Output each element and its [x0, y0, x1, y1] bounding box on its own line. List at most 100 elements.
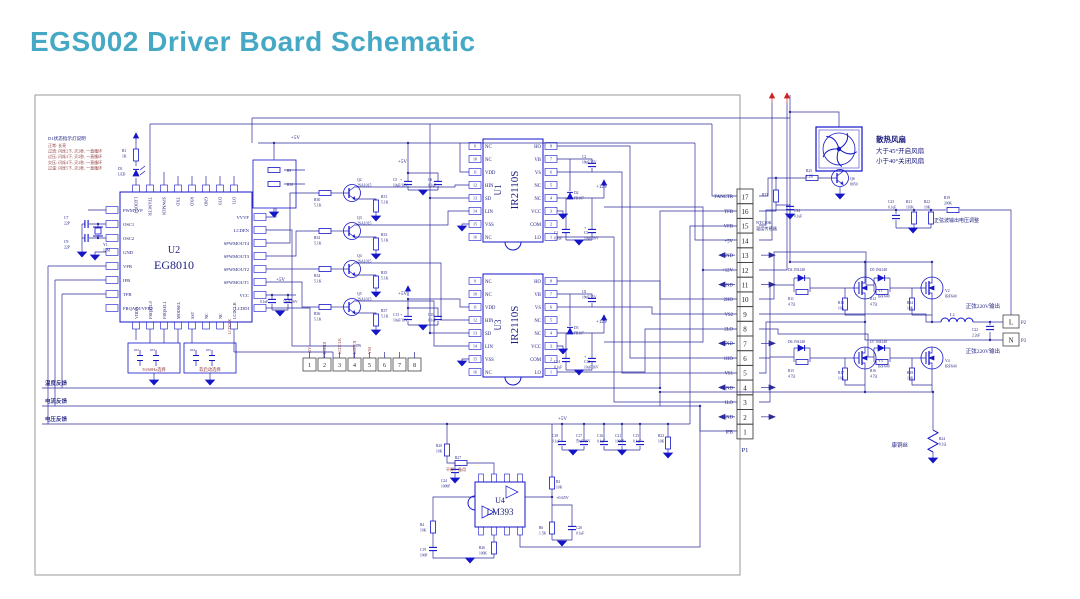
ground-symbol: [370, 253, 382, 260]
component-label: R15: [788, 369, 794, 373]
component-label: C19: [420, 548, 426, 552]
junction-dot: [445, 422, 449, 426]
wire-p1-left: [604, 124, 737, 432]
fan-box: [815, 126, 863, 172]
junction-dot: [428, 196, 432, 200]
label: +: [584, 294, 587, 299]
component-label: R30: [314, 198, 320, 202]
component-label: R25: [806, 169, 812, 173]
component-label: 10K: [924, 205, 931, 209]
component-label: 0.1uF: [428, 183, 436, 187]
component-label: Q2: [357, 178, 362, 182]
pin-name: FRQSEL0: [148, 301, 153, 319]
pin-box: [105, 206, 119, 214]
junction-dot: [894, 208, 898, 212]
component-label: D4 1N4148: [788, 268, 805, 272]
pin-name: NC: [485, 236, 492, 241]
generated-symbols: +++++++LNU2EG8010PWMTYPOSC1OSC2GNDVFBIFB…: [45, 92, 1027, 564]
component-label: 10K: [907, 377, 914, 381]
pin-num: 14: [473, 344, 477, 349]
resistor: [842, 367, 848, 381]
component-label: 100K: [479, 551, 487, 555]
wire: [352, 309, 356, 315]
gnd-arrow-icon: [768, 340, 776, 347]
pin-name: VDDA: [134, 307, 139, 319]
component-label: FR107: [574, 331, 584, 335]
component-label: 2SA1015: [357, 260, 371, 264]
pin-box: [544, 233, 558, 241]
component-label: 10uF/16V: [584, 365, 599, 369]
component-label: +0.65V: [556, 495, 569, 500]
component-label: V2: [945, 289, 950, 293]
pin-name: SPWMOUT2: [224, 267, 250, 272]
component-label: 0.1Ω: [939, 442, 946, 446]
component-label: R6: [539, 526, 543, 530]
component-label: C16: [597, 434, 603, 438]
pin-box: [188, 321, 196, 330]
pin-name: NC: [534, 197, 541, 202]
component-label: 康铜丝: [891, 441, 908, 449]
pin-box: [132, 321, 140, 330]
wire: [911, 288, 932, 316]
pin-box: [544, 194, 558, 202]
component-label: C5: [393, 178, 397, 182]
component-label: 1.5K: [539, 531, 546, 535]
resistor: [318, 228, 332, 234]
component-label: C8: [582, 290, 586, 294]
p1-pin-number: 16: [742, 208, 750, 216]
power-arrow-icon: [132, 132, 140, 139]
pin-name: NC: [218, 313, 223, 319]
component-label: D1: [118, 167, 123, 171]
ic-u1: [482, 138, 544, 243]
component-label: 10uF/16V: [393, 318, 408, 322]
pin-name: TFB: [123, 292, 131, 297]
component-label: 1000P: [615, 439, 624, 443]
fan-blade: [822, 148, 840, 158]
wire: [911, 358, 932, 386]
pin-box: [146, 321, 154, 330]
pin-name: NC: [485, 158, 492, 163]
pin-box: [544, 168, 558, 176]
component-label: 0.1uF: [428, 318, 436, 322]
pin-num: 2: [550, 222, 552, 227]
p1-pin-number: 11: [742, 282, 749, 290]
pin-num: 9: [474, 279, 476, 284]
pin-name: FRQSEL1: [162, 301, 167, 319]
pin-name: SPWMOUT4: [224, 241, 250, 246]
pin-name: NC: [534, 184, 541, 189]
ground-symbol: [573, 369, 585, 376]
component-label: 不焊，备用: [446, 466, 466, 472]
diode: [877, 274, 885, 282]
pin-num: 11: [473, 170, 477, 175]
component-label: C13: [393, 313, 399, 317]
pin-num: 3: [550, 344, 552, 349]
label: +: [400, 312, 403, 317]
resistor: [267, 181, 281, 187]
lcd-pin-label: LCDCLK: [337, 338, 342, 354]
power-arrow-icon: [783, 92, 791, 99]
p1-pin-label: FANCTR: [714, 195, 733, 200]
pin-name: VFB: [123, 264, 132, 269]
resistor: [454, 460, 468, 466]
p1-pin-number: 13: [742, 252, 750, 260]
component-label: R37: [381, 309, 387, 313]
junction-dot: [272, 141, 276, 145]
component-label: 正弦波输出电压调整: [934, 217, 979, 224]
pin-name: VS: [535, 306, 541, 311]
component-label: C2: [582, 155, 586, 159]
component-label: LED: [118, 173, 126, 177]
junction-dot: [930, 320, 934, 324]
junction-dot: [666, 422, 670, 426]
pin-box: [216, 321, 224, 330]
component-label: 10uF/16V: [584, 236, 599, 240]
component-label: 110K: [906, 205, 914, 209]
pin-name: VVVF: [236, 215, 249, 220]
component-label: 22P: [64, 222, 70, 226]
pin-name: GND: [204, 197, 209, 206]
inductor: [940, 317, 974, 323]
component-label: C9: [64, 240, 69, 244]
pin-name: LIN: [485, 345, 494, 350]
component-label: JP2: [134, 348, 139, 352]
lcd-pin-label: VSS: [367, 347, 372, 354]
pin-box: [517, 473, 523, 483]
